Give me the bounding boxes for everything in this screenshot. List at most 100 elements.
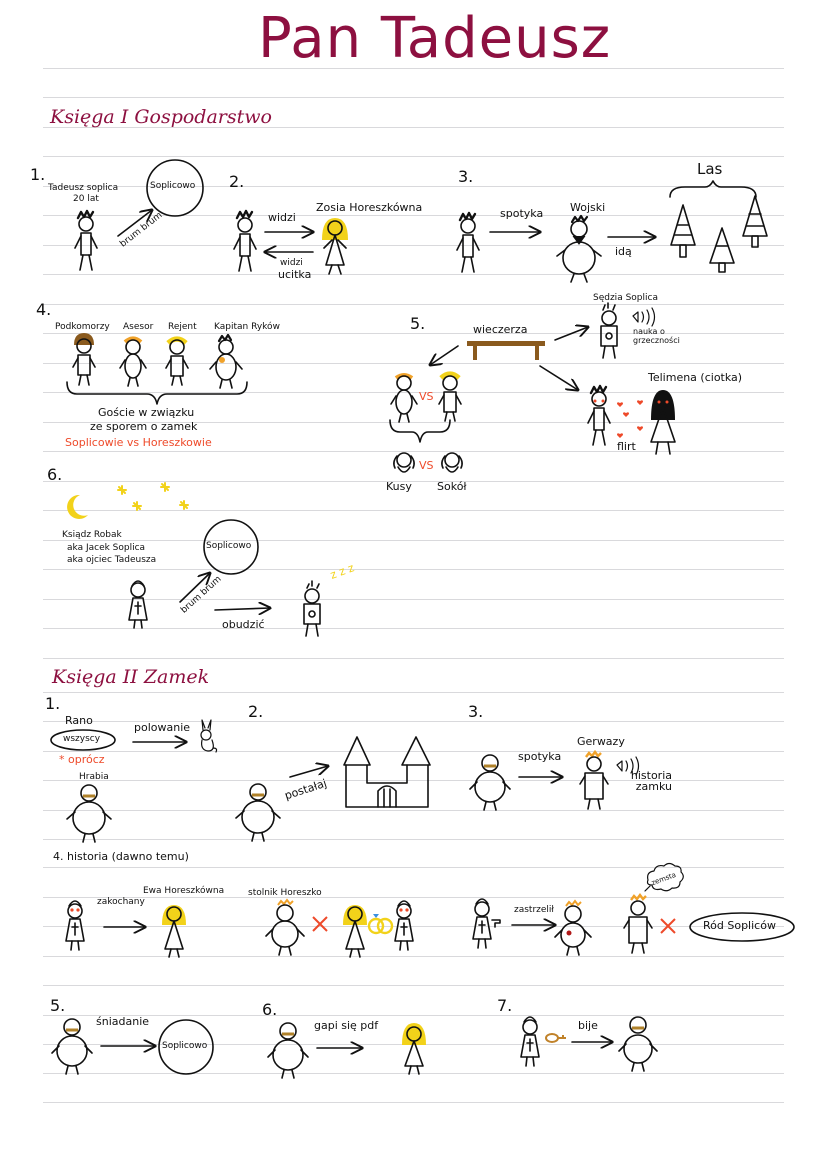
rule-line [43,186,784,187]
wojski-figure-icon [556,214,602,283]
jacek-in-love-figure-icon [65,900,85,951]
scene-number: 5. [410,314,426,333]
ksiadz-robak-figure-icon [128,580,148,629]
ewa-figure-icon [343,905,367,958]
character-label: Wojski [570,201,606,214]
rule-line [43,156,784,157]
character-label: Asesor [123,322,154,332]
flirt-label: flirt [617,440,636,453]
page-title: Pan Tadeusz [258,6,612,71]
soplicowo-circle [158,1019,214,1075]
moon-icon [67,494,88,519]
note-label: ucitka [278,268,312,281]
hearts-icon [617,400,643,438]
rule-line [43,451,784,452]
character-label: Kapitan Ryków [214,322,280,332]
rule-line [43,569,784,570]
zosia-figure-icon [322,218,348,275]
scene-number: 3. [458,167,474,186]
rule-line [43,97,784,98]
asesor-figure-icon [390,373,418,423]
character-label: Ksiądz Robak [62,530,122,540]
rule-line [43,274,784,275]
ewa-figure-icon [162,905,186,958]
cross-x-icon [312,916,328,932]
rod-soplicow-oval [689,912,795,942]
rule-line [43,215,784,216]
rule-line [43,304,784,305]
soplicowo-circle [203,519,259,575]
rule-line [43,68,784,69]
tadeusz-figure-icon [233,209,257,272]
rule-line [43,721,784,722]
place-label: Soplicowo [206,541,252,551]
rule-line [43,510,784,511]
character-label: aka ojciec Tadeusza [67,555,157,565]
scene-number: 3. [468,702,484,721]
arrow-label: zastrzelił [514,905,554,915]
rejent-figure-icon [438,371,462,422]
hrabia-figure-icon [51,1018,93,1075]
stolnik-figure-icon [265,898,305,956]
tadeusz-figure-icon [587,384,611,446]
shot-stolnik-figure-icon [554,899,592,956]
oval-label: wszyscy [63,734,101,744]
rule-line [43,599,784,600]
hrabia-figure-icon [469,754,511,811]
character-label: aka Jacek Soplica [67,543,146,553]
speech-label: nauka o grzeczności [633,327,680,345]
scene-number: 4. [36,300,52,319]
character-label: Hrabia [79,772,109,782]
arrow-label: widzi [280,258,303,268]
rule-line [43,780,784,781]
scene-number: 1. [45,694,61,713]
place-label: Soplicowo [150,181,196,191]
rule-line [43,540,784,541]
character-label: Telimena (ciotka) [648,371,743,384]
oval-label: Ród Sopliców [703,919,776,932]
telimena-figure-icon [650,390,676,455]
place-label: Soplicowo [162,1041,208,1051]
age-label: 20 lat [73,194,99,204]
brace-icon [389,419,451,443]
rule-line [43,692,784,693]
cross-x-icon [660,918,676,934]
rule-line [43,897,784,898]
vs-label: VS [419,390,434,403]
gun-icon [491,919,501,928]
kapitan-rykow-figure-icon [209,333,243,389]
rule-line [43,1102,784,1103]
jacek-in-love-figure-icon [394,900,414,951]
castle-icon [343,736,431,808]
wszyscy-oval [50,729,116,751]
vs-label: VS [419,459,434,472]
arrow-label: śniadanie [96,1015,150,1028]
book1-heading: Księga I Gospodarstwo [50,106,272,128]
angry-jacek-figure-icon [520,1016,540,1067]
caption-label: Goście w związku [98,406,195,419]
arrow-label: zakochany [97,897,145,907]
except-label: * oprócz [59,753,105,766]
forest-label: Las [697,160,723,178]
thought-bubble-icon [644,862,684,892]
rejent-figure-icon [165,336,189,386]
key-icon [545,1033,566,1043]
dog-name-label: Sokół [437,480,467,493]
scene-number: 5. [50,996,66,1015]
rule-line [43,810,784,811]
character-label: Zosia Horeszkówna [316,201,423,214]
podkomorzy-figure-icon [72,333,96,386]
rule-line [43,363,784,364]
dog-kusy-icon [393,452,415,473]
scene-number: 6. [47,465,63,484]
rule-line [43,481,784,482]
scene-number: 2. [229,172,245,191]
arrow-label: spotyka [500,207,544,220]
hrabia-figure-icon [267,1022,309,1079]
gerwazy-figure-icon [579,749,609,810]
asesor-figure-icon [119,336,147,387]
tadeusz-figure-icon [74,209,98,271]
rule-line [43,1015,784,1016]
stars-icon [117,482,189,511]
